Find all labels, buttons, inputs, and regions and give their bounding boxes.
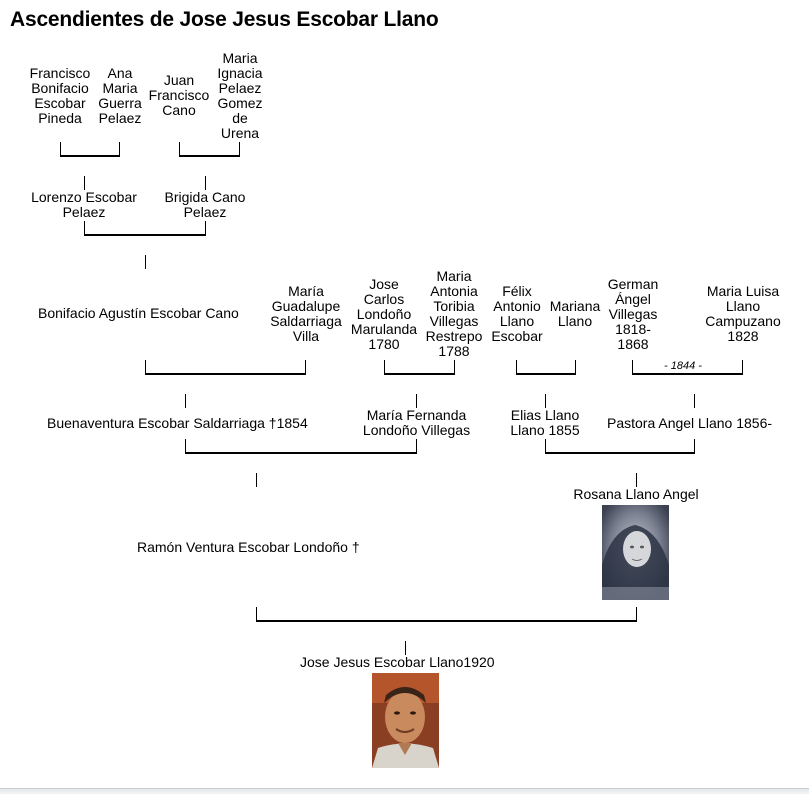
- parent-drop-line: [185, 439, 186, 453]
- parent-drop-line: [84, 221, 85, 235]
- child-line: [694, 394, 695, 408]
- parent-drop-line: [179, 142, 180, 156]
- child-line: [416, 394, 417, 408]
- parent-drop-line: [384, 360, 385, 374]
- parent-drop-line: [239, 142, 240, 156]
- couple-connector: [145, 373, 306, 375]
- parent-drop-line: [256, 607, 257, 621]
- person-buenaventura-escobar-saldarriaga[interactable]: Buenaventura Escobar Saldarriaga †1854: [47, 416, 308, 431]
- parent-drop-line: [636, 607, 637, 621]
- parent-drop-line: [205, 221, 206, 235]
- parent-drop-line: [454, 360, 455, 374]
- couple-connector: [545, 452, 695, 454]
- person-bonifacio-agustin-escobar-cano[interactable]: Bonifacio Agustín Escobar Cano: [38, 306, 239, 321]
- couple-connector: [384, 373, 455, 375]
- parent-drop-line: [516, 360, 517, 374]
- marriage-date-label: - 1844 -: [628, 360, 738, 372]
- parent-drop-line: [694, 439, 695, 453]
- child-line: [185, 394, 186, 408]
- parent-drop-line: [305, 360, 306, 374]
- parent-drop-line: [60, 142, 61, 156]
- parent-drop-line: [545, 439, 546, 453]
- child-line: [405, 641, 406, 655]
- page-title: Ascendientes de Jose Jesus Escobar Llano: [10, 8, 439, 32]
- couple-connector: [256, 620, 637, 622]
- parent-drop-line: [632, 360, 633, 374]
- child-line: [84, 176, 85, 190]
- child-line: [545, 394, 546, 408]
- parent-drop-line: [119, 142, 120, 156]
- child-line: [145, 255, 146, 269]
- person-ramon-ventura-escobar-londono[interactable]: Ramón Ventura Escobar Londoño †: [137, 540, 360, 555]
- couple-connector: [60, 155, 120, 157]
- couple-connector: [84, 234, 206, 236]
- parent-drop-line: [742, 360, 743, 374]
- person-jose-jesus-escobar-llano[interactable]: Jose Jesus Escobar Llano1920: [300, 655, 495, 670]
- photo-portrait: [372, 673, 439, 768]
- couple-connector: [185, 452, 417, 454]
- person-rosana-llano-angel[interactable]: Rosana Llano Angel: [560, 487, 712, 502]
- photo-portrait: [602, 505, 669, 600]
- child-line: [636, 473, 637, 487]
- couple-connector: [632, 373, 743, 375]
- couple-connector: [516, 373, 576, 375]
- parent-drop-line: [416, 439, 417, 453]
- person-pastora-angel-llano[interactable]: Pastora Angel Llano 1856-: [607, 416, 772, 431]
- parent-drop-line: [575, 360, 576, 374]
- rosana-portrait-photo[interactable]: [602, 505, 669, 600]
- couple-connector: [179, 155, 240, 157]
- jose-jesus-portrait-photo[interactable]: [372, 673, 439, 768]
- window-bottom-border: [0, 788, 809, 794]
- child-line: [256, 473, 257, 487]
- parent-drop-line: [145, 360, 146, 374]
- child-line: [205, 176, 206, 190]
